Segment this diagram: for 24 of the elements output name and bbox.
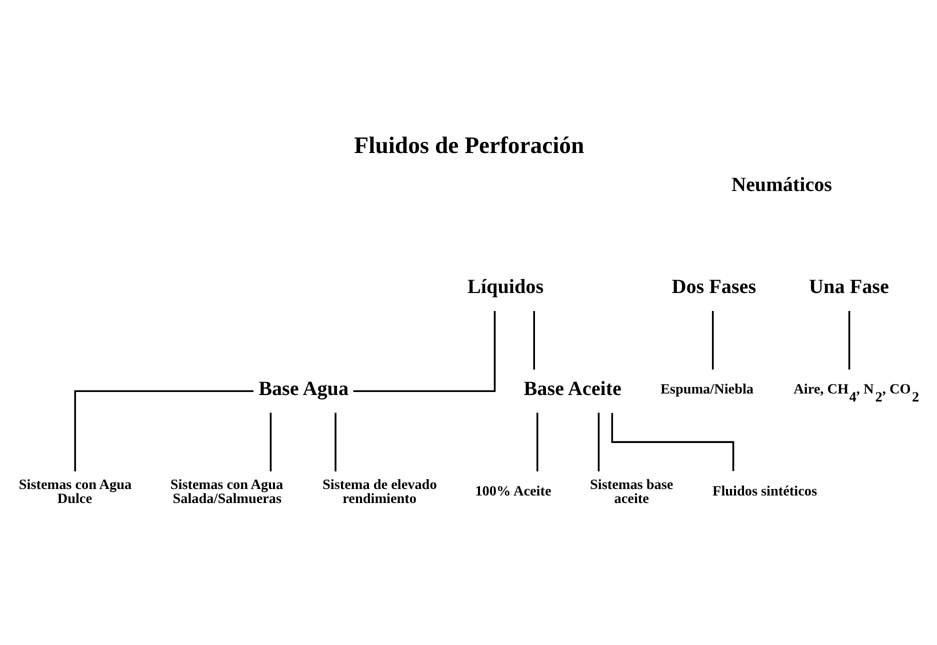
connector	[532, 310, 534, 370]
connector	[352, 310, 496, 392]
node-text: Sistemas base aceite	[590, 476, 673, 508]
node-text: Base Agua	[258, 378, 348, 400]
node-text: Espuma/Niebla	[660, 382, 753, 398]
node-text: Líquidos	[467, 276, 544, 298]
node-text: Una Fase	[808, 276, 888, 298]
node-text: Sistemas con Agua Dulce	[18, 476, 132, 508]
connector	[848, 310, 850, 370]
connector	[74, 390, 253, 472]
node-text: Sistema de elevado rendimiento	[322, 476, 436, 508]
node-text: Sistemas con Agua Salada/Salmueras	[170, 476, 283, 508]
connector	[334, 412, 336, 472]
connector	[536, 412, 538, 472]
connector	[597, 412, 600, 472]
node-text: Fluidos sintéticos	[712, 483, 817, 500]
node-text: Dos Fases	[671, 276, 756, 298]
connector	[711, 310, 714, 370]
node-text: Base Aceite	[523, 378, 621, 400]
node-text: 100% Aceite	[474, 483, 551, 500]
diagram-title: Fluidos de Perforación	[354, 133, 584, 160]
connector	[269, 412, 272, 472]
label: Neumáticos	[730, 174, 832, 196]
connector	[610, 413, 734, 472]
